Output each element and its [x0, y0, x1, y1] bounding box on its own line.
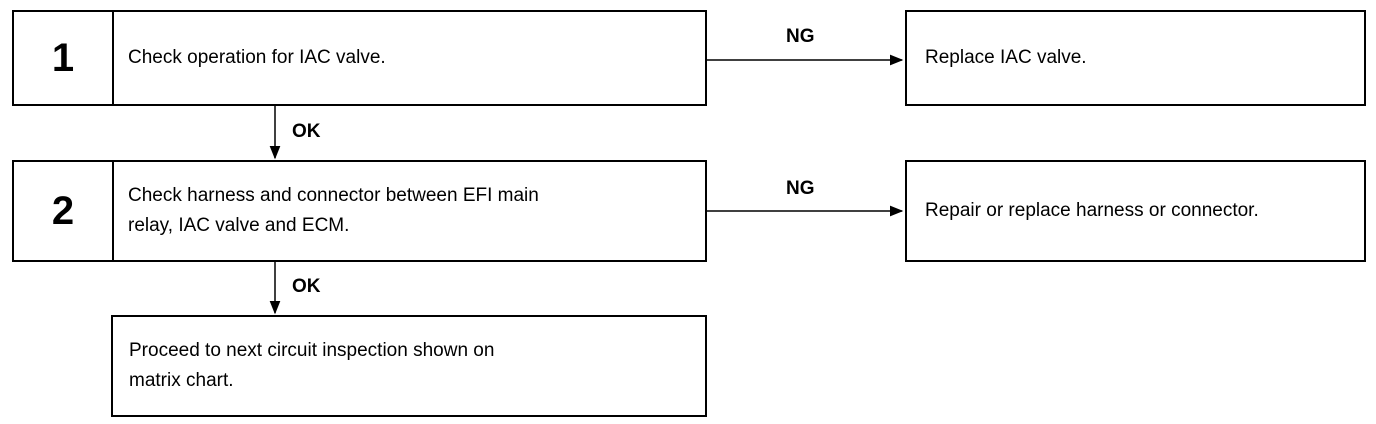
final-step-text: Proceed to next circuit inspection shown… [129, 340, 495, 391]
ng-result-1-box: Replace IAC valve. [905, 10, 1366, 106]
ng-label-1: NG [786, 26, 815, 47]
ng-result-2-box: Repair or replace harness or connector. [905, 160, 1366, 262]
final-step-box: Proceed to next circuit inspection shown… [111, 315, 707, 417]
ng-result-2-text: Repair or replace harness or connector. [925, 200, 1259, 221]
step-1-box: 1 Check operation for IAC valve. [12, 10, 707, 106]
step-2-number: 2 [14, 162, 114, 260]
step-1-number: 1 [14, 12, 114, 104]
step-1-text: Check operation for IAC valve. [128, 47, 386, 68]
step-2-box: 2 Check harness and connector between EF… [12, 160, 707, 262]
ng-label-2: NG [786, 178, 815, 199]
ok-label-2: OK [292, 276, 321, 297]
ng-result-1-text: Replace IAC valve. [925, 47, 1087, 68]
step-2-text: Check harness and connector between EFI … [128, 185, 539, 236]
ok-label-1: OK [292, 121, 321, 142]
